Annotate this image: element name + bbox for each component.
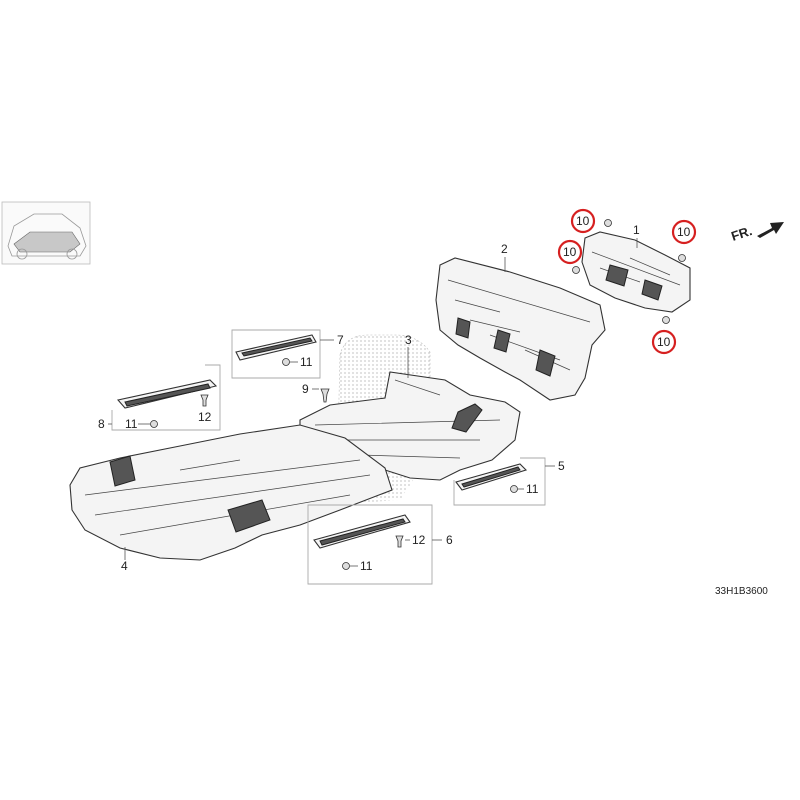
front-direction-label: FR. bbox=[729, 223, 754, 244]
clip-10-c bbox=[678, 254, 686, 262]
callout-12-b: 12 bbox=[412, 533, 426, 547]
clip-11-b bbox=[282, 358, 290, 366]
callout-7: 7 bbox=[337, 333, 344, 347]
callout-5: 5 bbox=[558, 459, 565, 473]
callout-12-a: 12 bbox=[198, 410, 212, 424]
front-direction-indicator: FR. bbox=[729, 222, 784, 244]
clip-11-c bbox=[510, 485, 518, 493]
callout-10-a: 10 bbox=[576, 214, 590, 228]
part-2-dashboard-insulator: 2 bbox=[435, 242, 606, 401]
part-8-sill-garnish: 8 11 12 bbox=[98, 364, 221, 431]
callout-11-b: 11 bbox=[300, 355, 313, 369]
part-6-sill-garnish: 6 12 11 bbox=[307, 504, 453, 585]
callout-2: 2 bbox=[501, 242, 508, 256]
highlight-ring-10-b bbox=[557, 239, 583, 265]
highlight-ring-10-c bbox=[671, 219, 697, 245]
callout-11-a: 11 bbox=[125, 417, 138, 431]
clip-11-a bbox=[150, 420, 158, 428]
highlight-ring-10-d bbox=[651, 329, 677, 355]
front-arrow-icon bbox=[757, 222, 784, 238]
callout-3: 3 bbox=[405, 333, 412, 347]
screw-12-b bbox=[395, 535, 404, 548]
part-4-rear-floor-carpet: 4 bbox=[69, 424, 393, 573]
callout-11-d: 11 bbox=[360, 559, 373, 573]
callout-1: 1 bbox=[633, 223, 640, 237]
clip-9-icon bbox=[320, 388, 330, 403]
part-7-sill-garnish: 7 11 bbox=[231, 329, 344, 379]
callout-10-c: 10 bbox=[677, 225, 691, 239]
diagram-code: 33H1B3600 bbox=[715, 586, 768, 597]
part-1-dash-silencer: 1 bbox=[581, 223, 691, 313]
screw-12-a bbox=[200, 394, 209, 407]
callout-10-d: 10 bbox=[657, 335, 671, 349]
callout-11-c: 11 bbox=[526, 482, 539, 496]
callout-6: 6 bbox=[446, 533, 453, 547]
callout-4: 4 bbox=[121, 559, 128, 573]
clip-11-d bbox=[342, 562, 350, 570]
part-9-clip: 9 bbox=[302, 382, 330, 403]
callout-10-b: 10 bbox=[563, 245, 577, 259]
part-5-sill-garnish: 5 11 bbox=[453, 457, 565, 506]
clip-10-b bbox=[572, 266, 580, 274]
highlight-ring-10-a bbox=[570, 208, 596, 234]
part-10-clips: 10 10 10 10 bbox=[557, 208, 697, 355]
vehicle-thumbnail bbox=[1, 201, 91, 265]
callout-9: 9 bbox=[302, 382, 309, 396]
clip-10-a bbox=[604, 219, 612, 227]
callout-8: 8 bbox=[98, 417, 105, 431]
clip-10-d bbox=[662, 316, 670, 324]
